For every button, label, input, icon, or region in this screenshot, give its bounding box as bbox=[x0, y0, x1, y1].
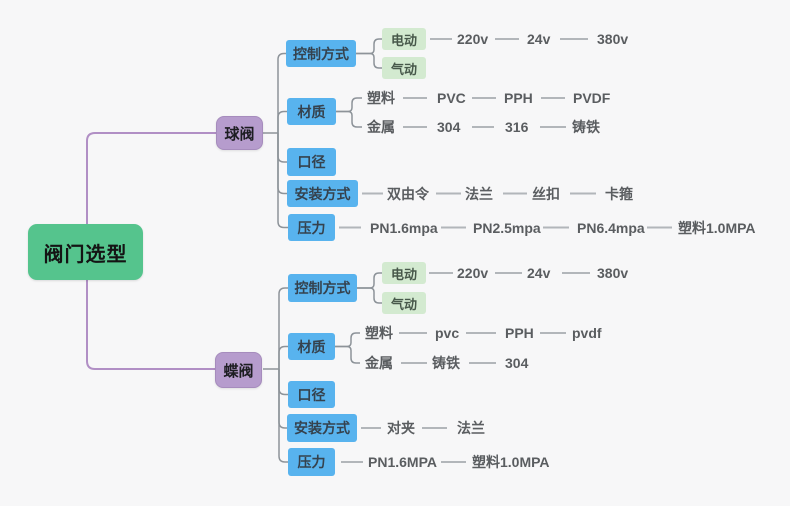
leaf-butterfly-install-flange[interactable]: 法兰 bbox=[457, 420, 485, 436]
leaf-ball-voltage-220v[interactable]: 220v bbox=[457, 31, 489, 47]
leaf-dash-connectors bbox=[339, 38, 672, 463]
subtopic-butterfly-pneumatic[interactable]: 气动 bbox=[382, 292, 426, 314]
leaf-ball-plastic-pvdf[interactable]: PVDF bbox=[573, 90, 611, 106]
leaf-ball-voltage-380v[interactable]: 380v bbox=[597, 31, 629, 47]
leaf-ball-install-thread[interactable]: 丝扣 bbox=[532, 185, 560, 202]
leaf-ball-install-union[interactable]: 双由令 bbox=[387, 185, 429, 202]
leaf-butterfly-metal-304[interactable]: 304 bbox=[505, 355, 529, 371]
branch-node-ball-valve[interactable]: 球阀 bbox=[216, 116, 263, 150]
leaf-butterfly-voltage-220v[interactable]: 220v bbox=[457, 265, 489, 281]
topic-butterfly-material[interactable]: 材质 bbox=[288, 333, 335, 360]
leaf-butterfly-install-wafer[interactable]: 对夹 bbox=[387, 420, 415, 436]
leaf-ball-metal-316[interactable]: 316 bbox=[505, 119, 529, 135]
root-node-valve-selection[interactable]: 阀门选型 bbox=[28, 224, 143, 280]
leaf-ball-pressure-plastic10[interactable]: 塑料1.0MPA bbox=[678, 219, 756, 236]
leaf-ball-plastic-pph[interactable]: PPH bbox=[504, 90, 533, 106]
leaf-butterfly-pressure-pn16[interactable]: PN1.6MPA bbox=[368, 454, 437, 470]
topic-butterfly-diameter[interactable]: 口径 bbox=[288, 381, 335, 408]
topic-butterfly-install-method[interactable]: 安装方式 bbox=[287, 414, 357, 442]
topic-butterfly-pressure[interactable]: 压力 bbox=[288, 448, 335, 476]
leaf-ball-plastic[interactable]: 塑料 bbox=[367, 90, 395, 106]
leaf-butterfly-plastic-pvdf[interactable]: pvdf bbox=[572, 325, 602, 341]
subtopic-ball-pneumatic[interactable]: 气动 bbox=[382, 57, 426, 79]
leaf-ball-pressure-pn16[interactable]: PN1.6mpa bbox=[370, 219, 438, 236]
leaf-ball-metal-304[interactable]: 304 bbox=[437, 119, 461, 135]
topic-ball-material[interactable]: 材质 bbox=[287, 98, 336, 125]
topic-ball-control-method[interactable]: 控制方式 bbox=[286, 40, 356, 67]
leaf-ball-plastic-pvc[interactable]: PVC bbox=[437, 90, 466, 106]
leaf-butterfly-metal-cast-iron[interactable]: 铸铁 bbox=[432, 355, 460, 371]
leaf-butterfly-plastic-pvc[interactable]: pvc bbox=[435, 325, 460, 341]
leaf-ball-install-flange[interactable]: 法兰 bbox=[465, 185, 493, 202]
leaf-butterfly-plastic-pph[interactable]: PPH bbox=[505, 325, 534, 341]
leaf-ball-pressure-pn64[interactable]: PN6.4mpa bbox=[577, 219, 645, 236]
ball-valve-connectors bbox=[263, 38, 382, 229]
subtopic-ball-electric[interactable]: 电动 bbox=[382, 28, 426, 50]
leaf-butterfly-voltage-380v[interactable]: 380v bbox=[597, 265, 629, 281]
leaf-ball-voltage-24v[interactable]: 24v bbox=[527, 31, 551, 47]
leaf-butterfly-voltage-24v[interactable]: 24v bbox=[527, 265, 551, 281]
leaf-ball-pressure-pn25[interactable]: PN2.5mpa bbox=[473, 219, 541, 236]
topic-ball-install-method[interactable]: 安装方式 bbox=[287, 180, 358, 207]
butterfly-valve-connectors bbox=[263, 272, 382, 463]
leaf-butterfly-pressure-plastic10[interactable]: 塑料1.0MPA bbox=[472, 454, 550, 470]
leaf-butterfly-metal[interactable]: 金属 bbox=[365, 355, 393, 371]
leaf-ball-metal-cast-iron[interactable]: 铸铁 bbox=[572, 119, 600, 135]
leaf-ball-metal[interactable]: 金属 bbox=[367, 119, 395, 135]
topic-ball-diameter[interactable]: 口径 bbox=[287, 148, 336, 176]
leaf-ball-install-clamp[interactable]: 卡箍 bbox=[605, 185, 633, 202]
subtopic-butterfly-electric[interactable]: 电动 bbox=[382, 262, 426, 284]
topic-ball-pressure[interactable]: 压力 bbox=[288, 214, 335, 241]
branch-node-butterfly-valve[interactable]: 蝶阀 bbox=[215, 352, 262, 388]
topic-butterfly-control-method[interactable]: 控制方式 bbox=[288, 274, 357, 302]
leaf-butterfly-plastic[interactable]: 塑料 bbox=[365, 325, 393, 341]
